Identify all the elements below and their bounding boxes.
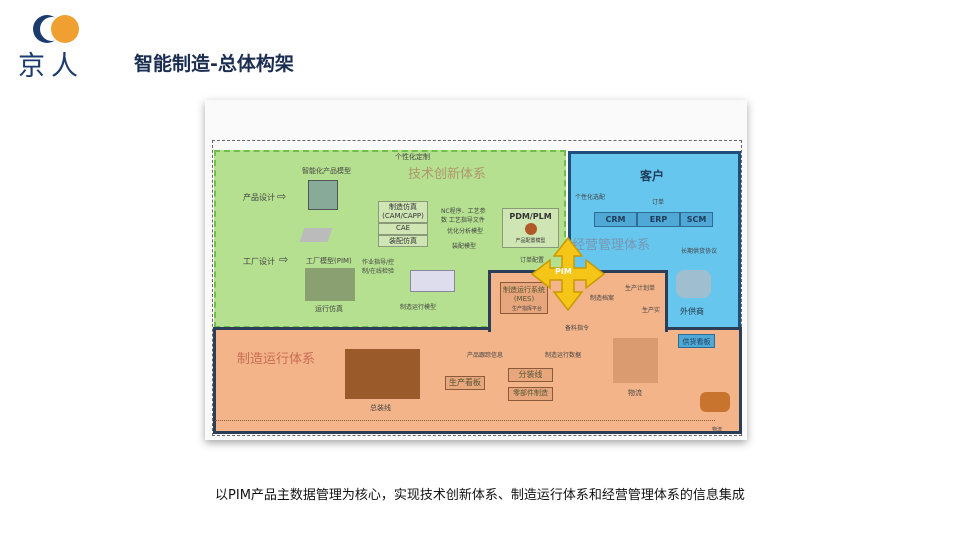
- label-mfg-run-data: 制造运行数据: [545, 352, 582, 359]
- logo-sun: [51, 15, 79, 43]
- box-pdm-plm: PDM/PLM 产品配置模型: [502, 208, 559, 248]
- label-order-config: 订单配置: [520, 257, 545, 264]
- box-assembly-sim: 装配仿真: [378, 235, 428, 247]
- label-prod-status: 生产实: [642, 307, 661, 314]
- arrow-icon: ⇨: [279, 253, 289, 266]
- outer-dashed-frame: [212, 140, 742, 436]
- label-run-sim: 运行仿真: [315, 305, 343, 313]
- factory-layout-image: [305, 268, 355, 301]
- box-erp: ERP: [637, 212, 680, 227]
- cabinet-image: [308, 180, 338, 210]
- label-order: 订单: [652, 199, 665, 206]
- box-cae: CAE: [378, 223, 428, 235]
- slide-title: 智能制造-总体构架: [134, 53, 294, 75]
- supplier-people-icon: [676, 270, 711, 298]
- factory-image: [299, 228, 333, 242]
- tech-system-title: 技术创新体系: [408, 167, 487, 182]
- box-crm: CRM: [594, 212, 637, 227]
- label-logistics: 物流: [628, 389, 642, 397]
- assembly-line-image: [345, 349, 420, 399]
- label-personal-match: 个性化选配: [575, 194, 606, 201]
- slide-caption: 以PIM产品主数据管理为核心，实现技术创新体系、制造运行体系和经营管理体系的信息…: [215, 488, 745, 503]
- label-supplier: 外供商: [680, 307, 704, 316]
- label-prod-plan: 生产计划单: [625, 285, 656, 292]
- label-factory-design: 工厂设计: [243, 257, 275, 266]
- gear-icon: [524, 223, 537, 235]
- customer-label: 客户: [640, 169, 665, 183]
- label-opt-model: 优化分析模型: [447, 228, 484, 235]
- shipping-image: [700, 392, 730, 412]
- label-factory-model: 工厂模型(PIM): [306, 257, 352, 265]
- label-nc: NC程序、工艺参数 工艺指导文件: [441, 208, 486, 224]
- label-assy-model: 装配模型: [452, 243, 477, 250]
- box-mes: 制造运行系统(MES): [500, 282, 548, 314]
- pim-label: PIM: [555, 267, 572, 276]
- product-config-label: 产品配置模型: [515, 238, 546, 244]
- biz-system-title: 经营管理体系: [572, 238, 651, 253]
- label-main-line: 总装线: [370, 404, 391, 412]
- box-parts-mfg: 零部件制造: [508, 387, 553, 401]
- label-personalized-custom: 个性化定制: [395, 153, 430, 161]
- mfg-system-title: 制造运行体系: [237, 352, 316, 367]
- mes-label: 制造运行系统(MES): [503, 286, 545, 303]
- label-shipping: 物流: [712, 427, 723, 433]
- label-material-cmd: 备料指令: [565, 325, 590, 332]
- logistics-workers-image: [613, 338, 658, 383]
- label-mfg-file: 制造档案: [590, 295, 615, 302]
- logo-text: 京人: [18, 51, 84, 82]
- arrow-icon: ⇨: [277, 190, 287, 203]
- label-command-platform: 生产指挥平台: [512, 306, 543, 312]
- dotted-line: [215, 420, 715, 421]
- box-supply-board: 供货看板: [678, 334, 715, 348]
- box-prod-board: 生产看板: [445, 376, 485, 390]
- box-cam-capp: 制造仿真(CAM/CAPP): [378, 201, 428, 223]
- pdm-label: PDM/PLM: [509, 212, 552, 221]
- manufacturing-merge: [491, 320, 665, 336]
- box-sub-line: 分装线: [508, 368, 553, 382]
- label-mfg-model: 制造运行模型: [400, 304, 437, 311]
- pim-cross-arrow-icon: [530, 236, 606, 312]
- label-smart-product-model: 智能化产品模型: [302, 167, 351, 175]
- box-scm: SCM: [680, 212, 713, 227]
- label-product-track: 产品跟踪信息: [467, 352, 504, 359]
- label-long-term: 长期供货协议: [681, 248, 718, 255]
- label-product-design: 产品设计: [243, 193, 275, 202]
- mfg-model-sheets: [410, 270, 455, 292]
- label-work-guide: 作业指导/控制/在线检验: [362, 259, 395, 275]
